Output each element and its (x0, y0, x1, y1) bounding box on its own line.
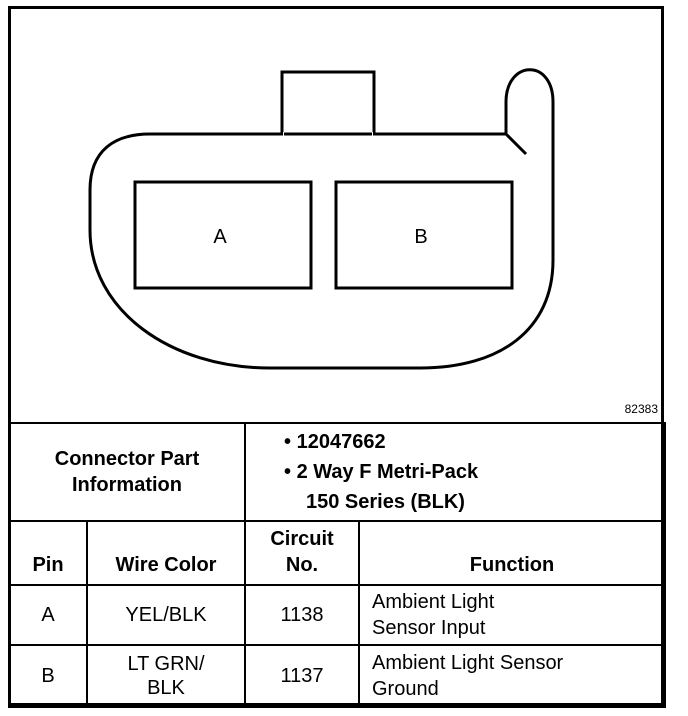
function-cell: Ambient Light Sensor Input (358, 584, 666, 646)
connector-part-label-line1: Connector Part (54, 448, 200, 470)
connector-ramp-line (504, 132, 528, 156)
connector-info-table: Connector Part Information • 12047662 • … (8, 422, 666, 708)
bullet-icon: • (284, 431, 292, 453)
function-line2: Ground (372, 678, 439, 700)
connector-part-details-cell: • 12047662 • 2 Way F Metri-Pack 150 Seri… (244, 422, 666, 522)
function-line1: Ambient Light (372, 591, 495, 613)
bullet-icon: • (284, 461, 292, 483)
table-row: A YEL/BLK 1138 Ambient Light Sensor Inpu… (8, 584, 666, 646)
header-function: Function (358, 520, 666, 586)
cavity-b-outline (334, 180, 514, 290)
figure-number: 82383 (624, 402, 658, 416)
function-cell: Ambient Light Sensor Ground (358, 644, 666, 708)
cavity-b-label: B (414, 226, 427, 248)
connector-face-drawing: A B (88, 68, 555, 370)
cavity-a-outline (133, 180, 313, 290)
header-circuit-line2: No. (285, 554, 319, 576)
connector-part-row: Connector Part Information • 12047662 • … (8, 422, 666, 522)
circuit-cell: 1137 (244, 644, 360, 708)
connector-part-label-cell: Connector Part Information (8, 422, 246, 522)
circuit-cell: 1138 (244, 584, 360, 646)
description-line2: 150 Series (BLK) (306, 491, 465, 513)
cavity-a-label: A (213, 226, 227, 248)
wire-color-line1: YEL/BLK (125, 603, 207, 626)
header-pin: Pin (8, 520, 88, 586)
function-line2: Sensor Input (372, 617, 486, 639)
connector-latch-tab (280, 70, 376, 136)
pin-table-header-row: Pin Wire Color Circuit No. Function (8, 520, 666, 586)
pin-cell: B (8, 644, 88, 708)
header-circuit-no: Circuit No. (244, 520, 360, 586)
function-line1: Ambient Light Sensor (372, 652, 564, 674)
connector-part-label-line2: Information (72, 474, 182, 496)
wire-color-cell: LT GRN/ BLK (86, 644, 246, 708)
wire-color-line2: BLK (147, 677, 185, 699)
connector-body-outline (88, 68, 555, 370)
pin-cell: A (8, 584, 88, 646)
wire-color-line1: LT GRN/ (127, 653, 205, 675)
part-number-line: • 12047662 (284, 427, 664, 457)
description-line1: • 2 Way F Metri-Pack (284, 457, 664, 487)
table-row: B LT GRN/ BLK 1137 Ambient Light Sensor … (8, 644, 666, 708)
header-circuit-line1: Circuit (270, 528, 334, 550)
part-number: 12047662 (296, 431, 386, 453)
description-text-1: 2 Way F Metri-Pack (296, 461, 479, 483)
wire-color-cell: YEL/BLK (86, 584, 246, 646)
header-wire-color: Wire Color (86, 520, 246, 586)
